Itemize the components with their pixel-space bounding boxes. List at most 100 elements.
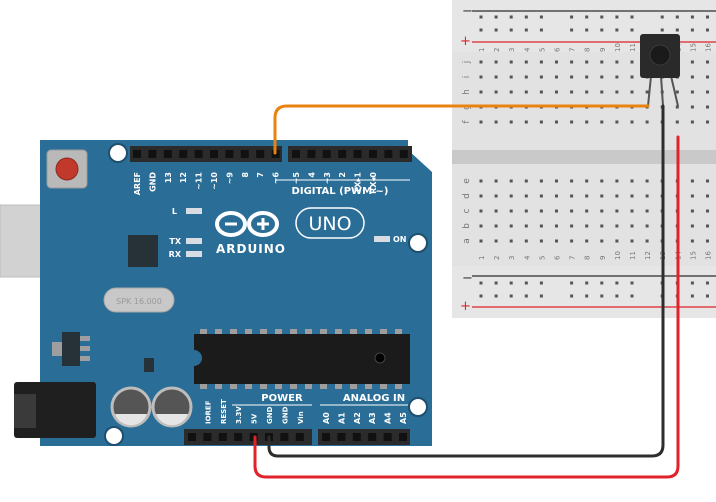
header-pin-socket[interactable]: [203, 433, 212, 441]
terminal-hole[interactable]: [675, 120, 679, 124]
wires[interactable]: [253, 104, 680, 479]
terminal-hole[interactable]: [570, 224, 574, 228]
terminal-hole[interactable]: [570, 239, 574, 243]
terminal-hole[interactable]: [690, 179, 694, 183]
terminal-hole[interactable]: [630, 179, 634, 183]
rail-hole[interactable]: [600, 294, 604, 298]
terminal-hole[interactable]: [630, 90, 634, 94]
rail-hole[interactable]: [570, 281, 574, 285]
rail-hole[interactable]: [706, 15, 709, 19]
terminal-hole[interactable]: [509, 239, 513, 243]
terminal-hole[interactable]: [524, 60, 528, 64]
terminal-hole[interactable]: [479, 194, 483, 198]
terminal-hole[interactable]: [555, 90, 558, 94]
terminal-hole[interactable]: [630, 194, 634, 198]
analog-header[interactable]: [318, 429, 410, 445]
rail-hole[interactable]: [706, 281, 709, 285]
rail-hole[interactable]: [585, 15, 589, 19]
terminal-hole[interactable]: [524, 239, 528, 243]
terminal-hole[interactable]: [615, 239, 619, 243]
terminal-hole[interactable]: [645, 194, 649, 198]
terminal-hole[interactable]: [645, 239, 649, 243]
rail-hole[interactable]: [615, 15, 619, 19]
header-pin-socket[interactable]: [295, 433, 304, 441]
rail-hole[interactable]: [494, 28, 498, 32]
terminal-hole[interactable]: [706, 209, 709, 213]
rail-hole[interactable]: [585, 28, 589, 32]
terminal-hole[interactable]: [600, 194, 604, 198]
header-pin-socket[interactable]: [234, 433, 243, 441]
rail-hole[interactable]: [600, 28, 604, 32]
rail-hole[interactable]: [494, 15, 498, 19]
reset-button[interactable]: [55, 157, 79, 181]
digital-pin-socket[interactable]: [179, 150, 188, 158]
terminal-hole[interactable]: [524, 194, 528, 198]
terminal-hole[interactable]: [615, 75, 619, 79]
rail-hole[interactable]: [630, 28, 634, 32]
terminal-hole[interactable]: [555, 224, 558, 228]
header-pin-socket[interactable]: [383, 433, 392, 441]
digital-pin-socket[interactable]: [399, 150, 408, 158]
terminal-hole[interactable]: [585, 179, 589, 183]
terminal-hole[interactable]: [539, 224, 543, 228]
rail-hole[interactable]: [615, 294, 619, 298]
rail-hole[interactable]: [539, 281, 543, 285]
terminal-hole[interactable]: [555, 179, 558, 183]
terminal-hole[interactable]: [479, 209, 483, 213]
terminal-hole[interactable]: [524, 120, 528, 124]
digital-header-right[interactable]: [288, 146, 412, 162]
header-pin-socket[interactable]: [322, 433, 330, 441]
terminal-hole[interactable]: [524, 75, 528, 79]
terminal-hole[interactable]: [494, 75, 498, 79]
terminal-hole[interactable]: [509, 194, 513, 198]
terminal-hole[interactable]: [509, 179, 513, 183]
terminal-hole[interactable]: [630, 120, 634, 124]
signal-wire[interactable]: [273, 104, 650, 155]
terminal-hole[interactable]: [539, 194, 543, 198]
terminal-hole[interactable]: [555, 75, 558, 79]
terminal-hole[interactable]: [706, 90, 709, 94]
terminal-hole[interactable]: [630, 239, 634, 243]
terminal-hole[interactable]: [539, 75, 543, 79]
rail-hole[interactable]: [630, 281, 634, 285]
power-header[interactable]: [184, 429, 312, 445]
arduino-uno-board[interactable]: L TX RX ON ARDUINO UNO SPK 16.000: [0, 140, 432, 446]
terminal-hole[interactable]: [524, 224, 528, 228]
rail-hole[interactable]: [585, 281, 589, 285]
rail-hole[interactable]: [675, 28, 679, 32]
rail-hole[interactable]: [539, 28, 543, 32]
digital-pin-socket[interactable]: [322, 150, 331, 158]
terminal-hole[interactable]: [690, 75, 694, 79]
terminal-hole[interactable]: [479, 179, 483, 183]
terminal-hole[interactable]: [585, 239, 589, 243]
terminal-hole[interactable]: [479, 239, 483, 243]
terminal-hole[interactable]: [690, 105, 694, 109]
digital-pin-socket[interactable]: [133, 150, 141, 158]
terminal-hole[interactable]: [509, 75, 513, 79]
rail-hole[interactable]: [509, 28, 513, 32]
terminal-hole[interactable]: [645, 179, 649, 183]
digital-pin-socket[interactable]: [210, 150, 218, 158]
terminal-hole[interactable]: [494, 90, 498, 94]
rail-hole[interactable]: [570, 28, 574, 32]
rail-hole[interactable]: [675, 15, 679, 19]
rail-hole[interactable]: [479, 281, 483, 285]
terminal-hole[interactable]: [479, 90, 483, 94]
terminal-hole[interactable]: [585, 120, 589, 124]
digital-pin-socket[interactable]: [225, 150, 234, 158]
terminal-hole[interactable]: [494, 60, 498, 64]
terminal-hole[interactable]: [645, 209, 649, 213]
terminal-hole[interactable]: [706, 179, 709, 183]
header-pin-socket[interactable]: [218, 433, 227, 441]
digital-pin-socket[interactable]: [148, 150, 157, 158]
rail-hole[interactable]: [570, 294, 574, 298]
digital-pin-socket[interactable]: [292, 150, 300, 158]
digital-pin-socket[interactable]: [163, 150, 172, 158]
terminal-hole[interactable]: [539, 60, 543, 64]
terminal-hole[interactable]: [539, 120, 543, 124]
header-pin-socket[interactable]: [337, 433, 346, 441]
terminal-hole[interactable]: [690, 194, 694, 198]
terminal-hole[interactable]: [600, 224, 604, 228]
terminal-hole[interactable]: [479, 75, 483, 79]
terminal-hole[interactable]: [570, 120, 574, 124]
